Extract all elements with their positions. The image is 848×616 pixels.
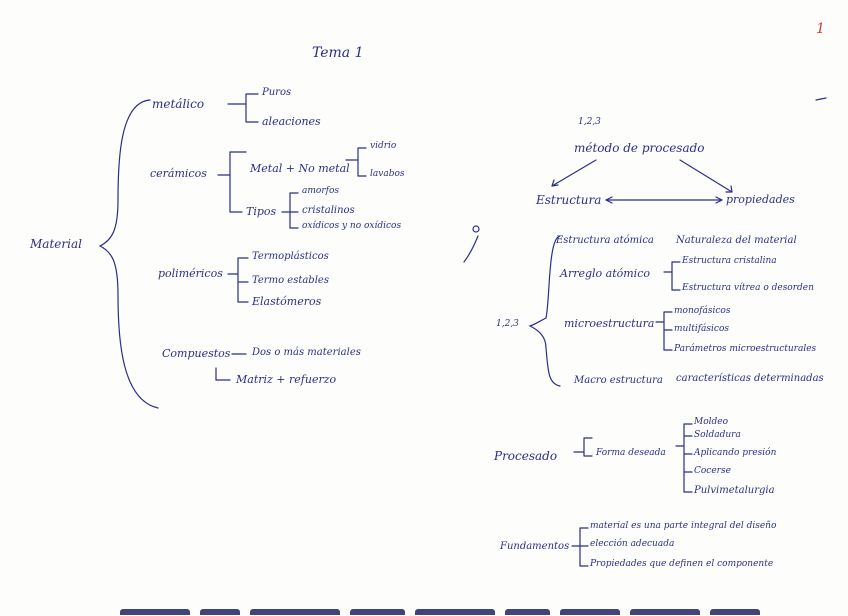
- micro-brace: [655, 311, 673, 351]
- estructura-atomica: Estructura atómica: [556, 235, 654, 246]
- triangle-right-arrow: [679, 159, 733, 193]
- procesado-item: Pulvimetalurgia: [694, 485, 775, 496]
- fundamentos-brace: [571, 527, 589, 567]
- procesado-label: Procesado: [494, 449, 558, 463]
- circle-mark: [472, 225, 480, 233]
- micro-item: multifásicos: [674, 324, 729, 334]
- estructura-brace: [528, 235, 561, 387]
- material-brace: [98, 99, 159, 409]
- metalico-item: aleaciones: [262, 115, 321, 128]
- macroestructura-result: características determinadas: [676, 373, 824, 384]
- arreglo-item: Estructura vítrea o desorden: [682, 283, 814, 293]
- metal-nometal: Metal + No metal: [250, 162, 350, 175]
- compuestos-sub-line: [215, 367, 231, 381]
- fundamentos-item: material es una parte integral del diseñ…: [590, 521, 777, 531]
- material-root: Material: [30, 237, 82, 251]
- compuestos-sub: Matriz + refuerzo: [236, 373, 337, 386]
- tipos-label: Tipos: [246, 205, 277, 218]
- procesado-item: Aplicando presión: [694, 448, 777, 458]
- metalico-brace: [227, 93, 259, 123]
- procesado-sub: Forma deseada: [596, 448, 666, 458]
- tipos-item: oxídicos y no oxídicos: [302, 221, 402, 231]
- polimericos-label: poliméricos: [158, 267, 223, 280]
- column-divider: [463, 235, 479, 263]
- triangle-top: método de procesado: [574, 141, 705, 155]
- forma-brace: [675, 423, 693, 493]
- polimericos-item: Termo estables: [252, 275, 329, 286]
- micro-item: Parámetros microestructurales: [674, 344, 817, 354]
- arreglo-item: Estructura cristalina: [682, 256, 777, 266]
- ceramicos-brace: [217, 151, 247, 213]
- triangle-left: Estructura: [536, 193, 602, 207]
- procesado-brace: [573, 437, 593, 457]
- page-number: 1: [816, 21, 825, 37]
- triangle-right: propiedades: [726, 193, 795, 206]
- polimericos-item: Termoplásticos: [252, 251, 329, 262]
- page-title: Tema 1: [312, 45, 364, 61]
- arreglo-brace: [663, 261, 681, 291]
- arrow-heads: [551, 179, 733, 204]
- procesado-item: Soldadura: [694, 430, 741, 440]
- macroestructura: Macro estructura: [574, 375, 663, 386]
- compuestos-arrow-text: Dos o más materiales: [252, 347, 361, 358]
- metalico-label: metálico: [152, 97, 205, 111]
- margin-dash: [815, 97, 827, 101]
- tipos-brace: [281, 192, 299, 229]
- metal-brace: [345, 147, 367, 177]
- cut-off-bottom-line: [120, 600, 840, 616]
- fundamentos-item: Propiedades que definen el componente: [590, 559, 774, 569]
- procesado-item: Cocerse: [694, 466, 731, 476]
- polimericos-item: Elastómeros: [252, 295, 322, 308]
- fundamentos-label: Fundamentos: [500, 541, 570, 552]
- metal-item: vidrio: [370, 141, 397, 151]
- estructura-side-label: 1,2,3: [496, 319, 519, 329]
- polimericos-brace: [227, 257, 249, 303]
- fundamentos-item: elección adecuada: [590, 539, 675, 549]
- triangle-top-label: 1,2,3: [578, 117, 601, 127]
- triangle-left-arrow: [551, 159, 597, 187]
- tipos-item: amorfos: [302, 186, 339, 196]
- metalico-item: Puros: [262, 87, 292, 98]
- ceramicos-label: cerámicos: [150, 167, 207, 180]
- procesado-item: Moldeo: [694, 417, 729, 427]
- arreglo-atomico: Arreglo atómico: [560, 267, 650, 280]
- compuestos-label: Compuestos: [162, 347, 231, 360]
- metal-item: lavabos: [370, 169, 405, 179]
- estructura-atomica-result: Naturaleza del material: [676, 235, 797, 246]
- micro-item: monofásicos: [674, 306, 731, 316]
- tipos-item: cristalinos: [302, 205, 355, 216]
- microestructura: microestructura: [564, 317, 655, 330]
